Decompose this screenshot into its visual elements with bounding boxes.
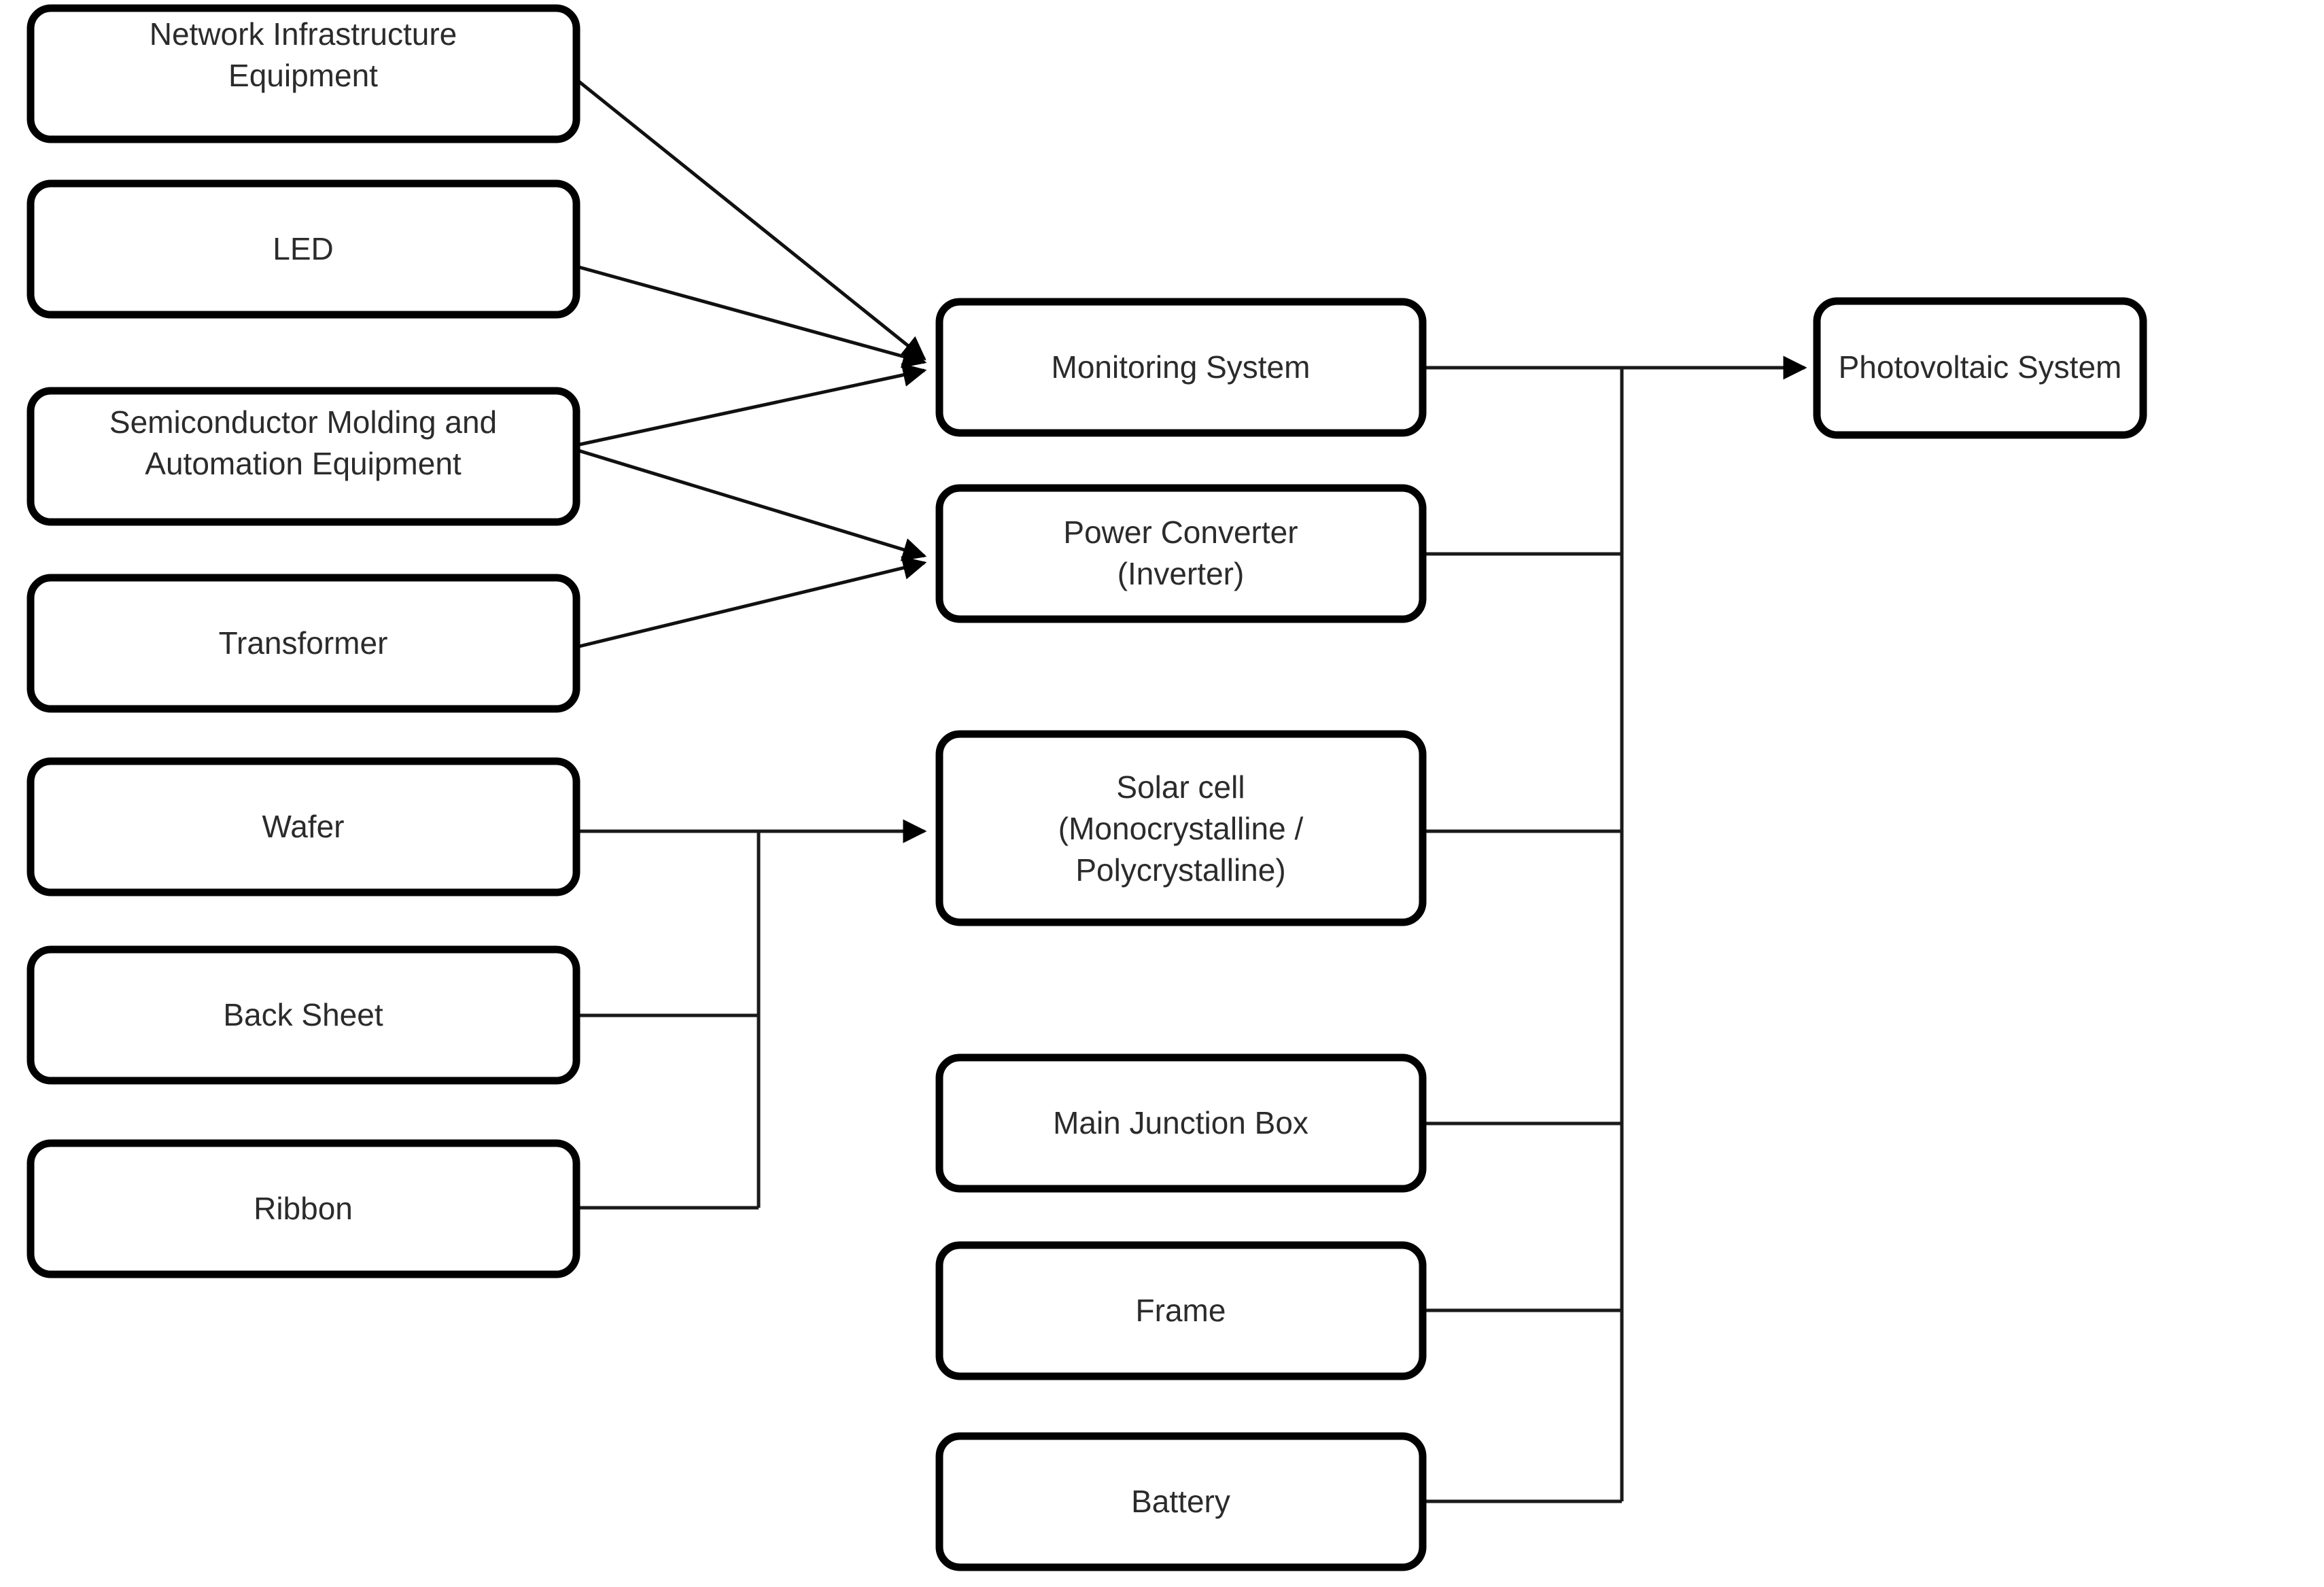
node-solar-cell[interactable]: Solar cell (Monocrystalline / Polycrysta… [935, 730, 1427, 926]
node-label-line2: (Monocrystalline / [1058, 811, 1304, 846]
node-box[interactable] [935, 1053, 1427, 1193]
node-box[interactable] [27, 179, 580, 319]
node-label-line1: Transformer [219, 625, 388, 661]
node-battery[interactable]: Battery [935, 1432, 1427, 1571]
node-led[interactable]: LED [27, 179, 580, 319]
node-label-line1: Monitoring System [1052, 349, 1311, 385]
node-label-line1: Back Sheet [223, 997, 383, 1032]
node-label-line1: Battery [1131, 1484, 1230, 1519]
node-transformer[interactable]: Transformer [27, 574, 580, 713]
connector-group-upstream-diagonals [575, 78, 927, 649]
node-box[interactable] [27, 4, 580, 143]
node-monitoring-system[interactable]: Monitoring System [935, 298, 1427, 437]
node-box[interactable] [27, 1139, 580, 1278]
node-box[interactable] [935, 298, 1427, 437]
edge-network-infra-to-monitoring [575, 78, 926, 361]
node-label-line1: Frame [1136, 1293, 1226, 1328]
node-box[interactable] [935, 1432, 1427, 1571]
node-label-line1: LED [273, 231, 333, 266]
node-power-converter[interactable]: Power Converter (Inverter) [935, 484, 1427, 623]
edge-semiconductor-to-power-converter [576, 448, 927, 561]
node-label-line1: Semiconductor Molding and [109, 404, 497, 440]
node-label-line2: Equipment [228, 58, 378, 93]
node-label-line3: Polycrystalline) [1075, 852, 1285, 888]
edge-led-to-monitoring [576, 264, 927, 368]
node-main-junction-box[interactable]: Main Junction Box [935, 1053, 1427, 1193]
node-box[interactable] [27, 757, 580, 896]
node-photovoltaic-system[interactable]: Photovoltaic System [1813, 297, 2147, 439]
edge-semiconductor-to-monitoring [576, 363, 927, 447]
node-box[interactable] [935, 1241, 1427, 1380]
node-label-line1: Photovoltaic System [1839, 349, 2122, 385]
node-box[interactable] [935, 484, 1427, 623]
node-ribbon[interactable]: Ribbon [27, 1139, 580, 1278]
node-label-line1: Solar cell [1116, 769, 1245, 805]
node-frame[interactable]: Frame [935, 1241, 1427, 1380]
node-box[interactable] [1813, 297, 2147, 439]
node-label-line1: Power Converter [1063, 515, 1298, 550]
node-box[interactable] [935, 730, 1427, 926]
node-label-line2: (Inverter) [1117, 556, 1245, 591]
node-label-line1: Wafer [262, 809, 345, 844]
node-label-line1: Ribbon [254, 1191, 353, 1226]
node-semiconductor-molding-and-automation-equipment[interactable]: Semiconductor Molding and Automation Equ… [27, 387, 580, 526]
node-label-line2: Automation Equipment [145, 446, 462, 481]
connector-group-wafer-bus [576, 819, 927, 1210]
node-network-infrastructure-equipment[interactable]: Network Infrastructure Equipment [27, 4, 580, 143]
node-label-line1: Network Infrastructure [150, 16, 457, 52]
node-label-line1: Main Junction Box [1053, 1105, 1308, 1140]
node-wafer[interactable]: Wafer [27, 757, 580, 896]
node-box[interactable] [27, 945, 580, 1085]
connector-group-trunk [1423, 355, 1807, 1503]
node-box[interactable] [27, 387, 580, 526]
node-back-sheet[interactable]: Back Sheet [27, 945, 580, 1085]
edge-transformer-to-power-converter [576, 556, 927, 649]
node-box[interactable] [27, 574, 580, 713]
